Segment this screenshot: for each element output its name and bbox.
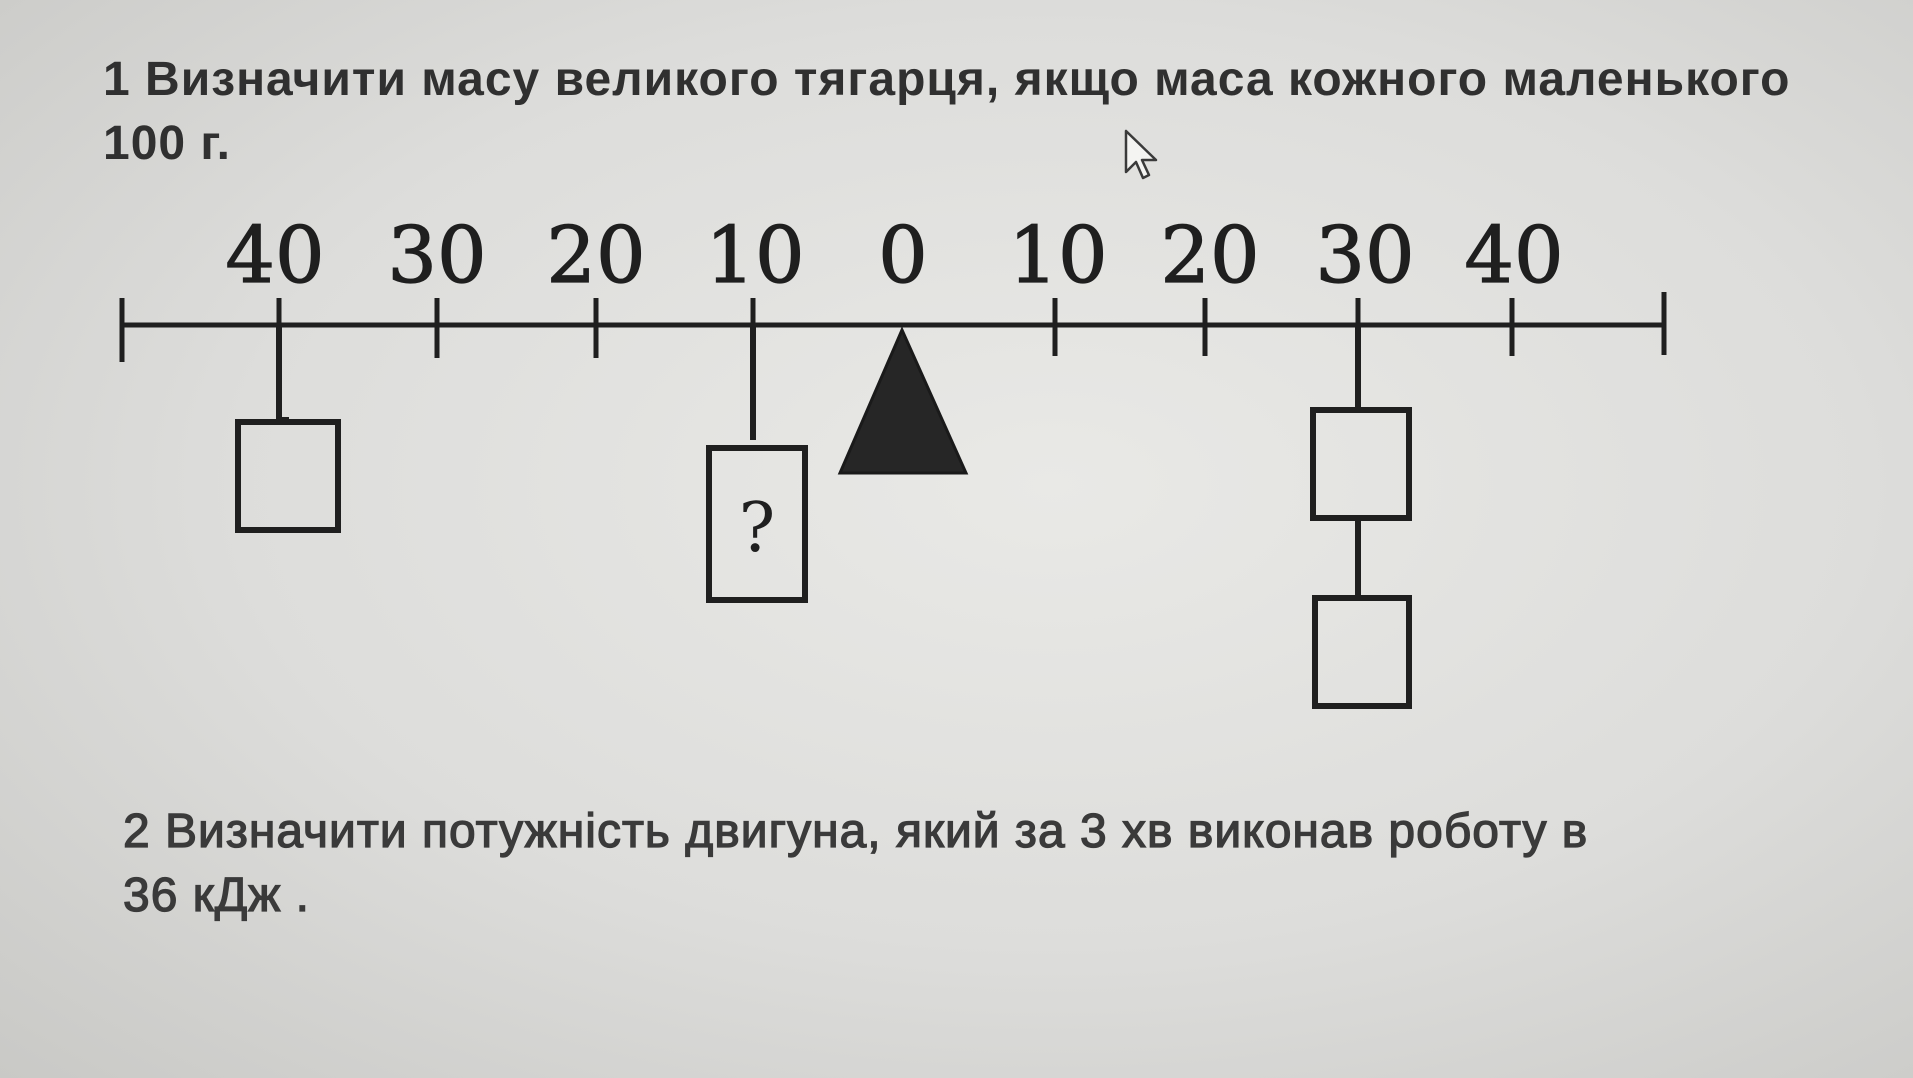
unknown-weight-box [706, 445, 808, 603]
small-weight-left [235, 325, 341, 533]
unknown-weight-label: ? [739, 489, 775, 568]
question-2: 2 Визначити потужність двигуна, який за … [122, 800, 1823, 928]
lever-diagram: 40 30 20 10 0 10 20 30 40 ? [119, 210, 1667, 709]
question-1: 1 Визначити масу великого тягарця, якщо … [103, 48, 1863, 176]
scale-label-right-40: 40 [1464, 211, 1563, 301]
scale-labels: 40 30 20 10 0 10 20 30 40 [225, 210, 1564, 301]
scale-label-left-10: 10 [705, 211, 804, 301]
scale-label-zero: 0 [878, 211, 928, 301]
scale-label-right-30: 30 [1315, 211, 1414, 301]
scale-label-right-20: 20 [1160, 211, 1259, 301]
question-2-line-2: 36 кДж . [122, 868, 311, 922]
scale-label-left-20: 20 [546, 211, 645, 301]
question-1-line-1: 1 Визначити масу великого тягарця, якщо … [103, 53, 1791, 106]
question-1-line-2: 100 г. [103, 117, 231, 170]
weight-box-top [1310, 407, 1412, 521]
weight-box-bottom [1312, 595, 1412, 709]
scale-label-right-10: 10 [1008, 211, 1107, 301]
small-weights-right [1310, 325, 1412, 709]
weight-box [235, 419, 341, 533]
fulcrum-triangle [837, 326, 969, 475]
scale-label-left-30: 30 [387, 211, 486, 301]
unknown-weight: ? [706, 325, 808, 603]
question-2-line-1: 2 Визначити потужність двигуна, який за … [122, 804, 1589, 858]
scale-label-left-40: 40 [225, 211, 324, 301]
mouse-pointer-icon [1124, 129, 1158, 180]
